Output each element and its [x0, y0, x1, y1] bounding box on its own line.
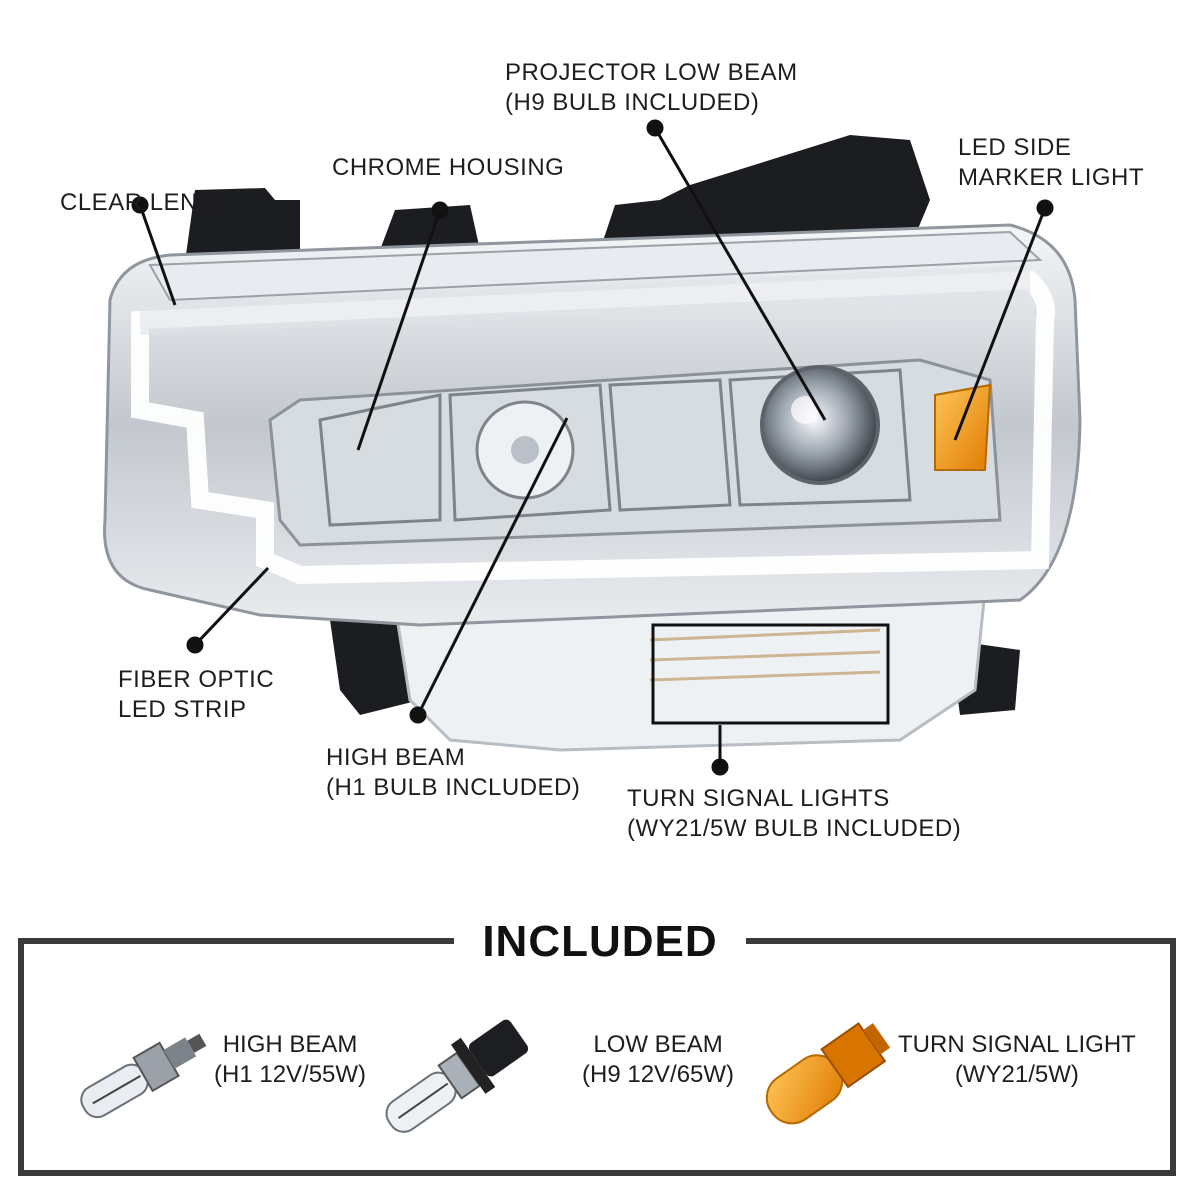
headlight-image [103, 119, 1082, 776]
included-frame [18, 938, 1176, 1176]
callout-clear-lens: CLEAR LENS [60, 189, 215, 216]
included-title: INCLUDED [482, 917, 718, 966]
bulb-label-turn-signal: TURN SIGNAL LIGHT (WY21/5W) [898, 1031, 1136, 1088]
wy21-bulb-icon [765, 1022, 891, 1125]
included-frame-top-right [746, 938, 1176, 944]
h9-bulb-icon [385, 1019, 529, 1133]
side-marker-amber [934, 383, 992, 471]
projector-lens [760, 365, 880, 485]
bulb-label-high-beam: HIGH BEAM (H1 12V/55W) [214, 1031, 367, 1088]
turn-signal-bracket [651, 623, 890, 725]
included-frame-top-left [18, 938, 454, 944]
callout-high-beam: HIGH BEAM (H1 BULB INCLUDED) [326, 744, 581, 801]
callout-projector-low-beam: PROJECTOR LOW BEAM (H9 BULB INCLUDED) [505, 59, 798, 116]
callout-chrome-housing: CHROME HOUSING [332, 154, 565, 181]
turn-signal-reflector [649, 628, 881, 682]
leader-lines [131, 119, 1054, 776]
h1-bulb-icon [80, 1033, 207, 1119]
mounting-bracket [185, 135, 930, 262]
bulb-label-low-beam: LOW BEAM (H9 12V/65W) [582, 1031, 735, 1088]
callout-fiber-optic: FIBER OPTIC LED STRIP [118, 666, 275, 723]
callout-turn-signal: TURN SIGNAL LIGHTS (WY21/5W BULB INCLUDE… [627, 785, 962, 842]
fiber-optic-strip [131, 270, 1055, 585]
callout-led-side-marker: LED SIDE MARKER LIGHT [958, 134, 1145, 191]
